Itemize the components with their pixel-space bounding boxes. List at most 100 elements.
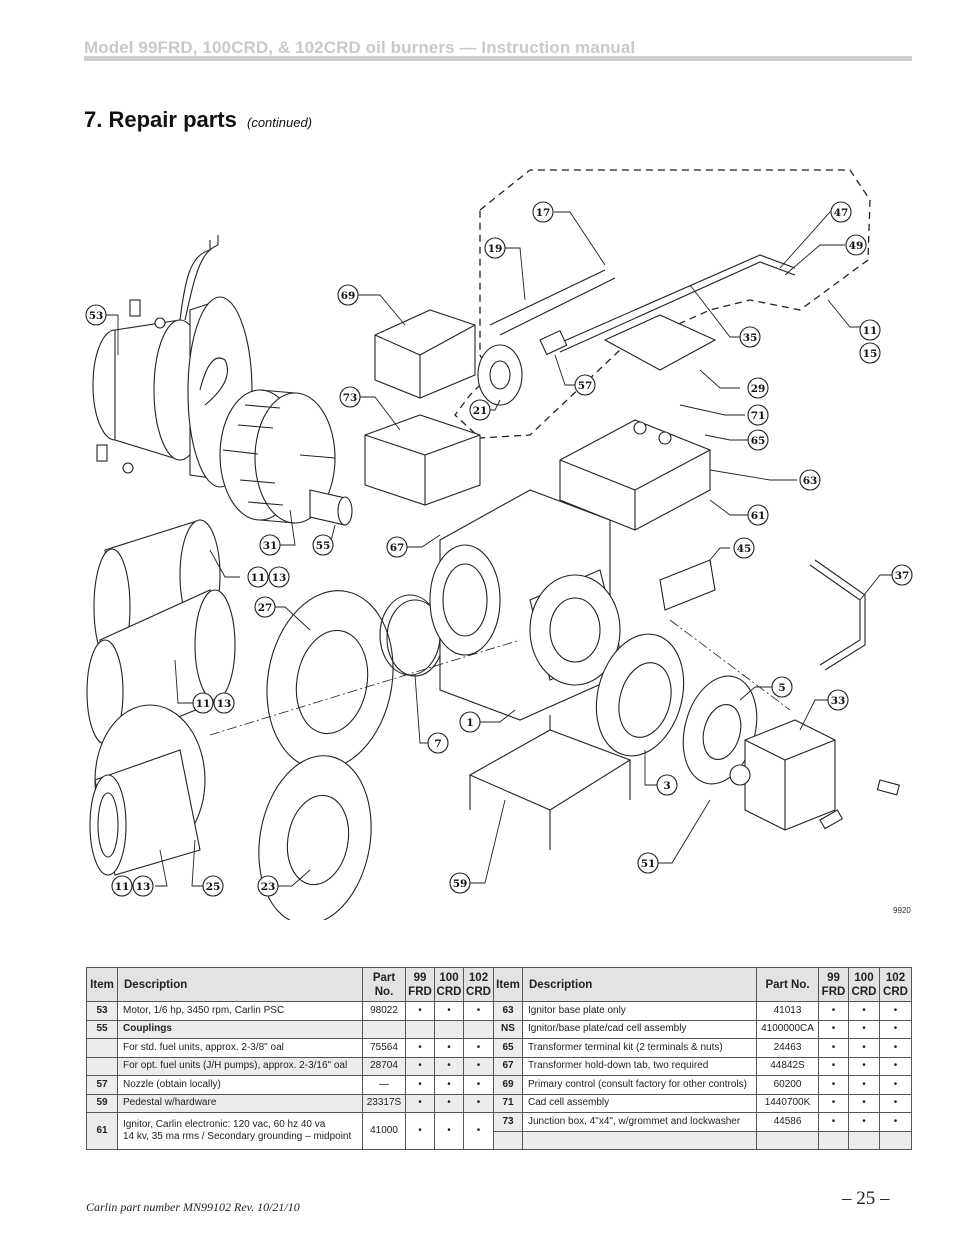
- table-row: 61 Ignitor, Carlin electronic: 120 vac, …: [86, 1112, 912, 1150]
- screw-top-left: [129, 299, 166, 329]
- footer-part-number: Carlin part number MN99102 Rev. 10/21/10: [86, 1200, 300, 1214]
- figure-code: 9920: [893, 906, 911, 915]
- svg-text:19: 19: [488, 243, 503, 255]
- svg-text:61: 61: [751, 510, 766, 522]
- junction-box-part: [364, 414, 481, 506]
- callout-11-lower: 11: [111, 875, 133, 897]
- callout-53: 53: [85, 304, 107, 326]
- callout-71: 71: [747, 404, 769, 426]
- svg-text:63: 63: [803, 475, 818, 487]
- table-row: For opt. fuel units (J/H pumps), approx.…: [86, 1056, 912, 1076]
- callout-7: 7: [427, 732, 449, 754]
- leader-lines: [106, 211, 892, 887]
- bracket-part: [659, 559, 716, 611]
- callout-69: 69: [337, 284, 359, 306]
- col-part-no-right: Part No.: [756, 967, 819, 1002]
- ignitor-description: Ignitor, Carlin electronic: 120 vac, 60 …: [117, 1112, 363, 1150]
- callout-13-middle: 13: [213, 692, 235, 714]
- callout-51: 51: [637, 852, 659, 874]
- svg-text:33: 33: [831, 695, 846, 707]
- svg-text:15: 15: [863, 348, 878, 360]
- ignitor-part: [559, 419, 711, 531]
- svg-text:1: 1: [466, 717, 473, 729]
- callout-5: 5: [771, 676, 793, 698]
- callout-1: 1: [459, 711, 481, 733]
- callout-61: 61: [747, 504, 769, 526]
- gasket-27: [266, 590, 394, 770]
- callout-27: 27: [254, 596, 276, 618]
- callout-35: 35: [739, 326, 761, 348]
- screw-bottom-left: [96, 444, 134, 474]
- svg-text:67: 67: [390, 542, 405, 554]
- callout-55: 55: [312, 534, 334, 556]
- screw-right: [819, 779, 900, 830]
- callout-25: 25: [202, 875, 224, 897]
- svg-text:31: 31: [263, 540, 278, 552]
- header-rule: [84, 56, 912, 61]
- svg-text:65: 65: [751, 435, 766, 447]
- callout-23: 23: [257, 875, 279, 897]
- table-row-empty: [87, 1130, 912, 1150]
- svg-text:3: 3: [663, 780, 670, 792]
- svg-text:7: 7: [434, 738, 441, 750]
- svg-text:11: 11: [115, 881, 130, 893]
- callout-15: 15: [859, 342, 881, 364]
- svg-text:71: 71: [751, 410, 766, 422]
- svg-text:13: 13: [217, 698, 232, 710]
- svg-text:49: 49: [849, 240, 864, 252]
- svg-text:69: 69: [341, 290, 356, 302]
- callout-47: 47: [830, 201, 852, 223]
- oil-line-part: [809, 559, 866, 671]
- callout-59: 59: [449, 872, 471, 894]
- flange-tube: [89, 704, 206, 876]
- callout-29: 29: [747, 377, 769, 399]
- callout-67: 67: [386, 536, 408, 558]
- callout-63: 63: [799, 469, 821, 491]
- exploded-parts-diagram: 53 69 17 19 47 49 11 15 35 57 29 21 71 7…: [85, 169, 913, 920]
- gasket-5: [682, 675, 758, 785]
- section-title: 7. Repair parts (continued): [84, 107, 312, 133]
- gasket-23: [258, 755, 372, 920]
- svg-text:59: 59: [453, 878, 468, 890]
- svg-text:73: 73: [343, 392, 358, 404]
- svg-text:11: 11: [196, 698, 211, 710]
- callout-49: 49: [845, 234, 867, 256]
- col-item: Item: [86, 967, 118, 1002]
- running-title: Model 99FRD, 100CRD, & 102CRD oil burner…: [84, 38, 636, 57]
- svg-text:13: 13: [136, 881, 151, 893]
- svg-text:21: 21: [473, 405, 488, 417]
- svg-text:53: 53: [89, 310, 104, 322]
- callout-57: 57: [574, 374, 596, 396]
- callout-45: 45: [733, 537, 755, 559]
- callout-17: 17: [532, 201, 554, 223]
- svg-text:25: 25: [206, 881, 221, 893]
- svg-text:37: 37: [895, 570, 910, 582]
- svg-text:23: 23: [261, 881, 276, 893]
- dashed-enclosure: [454, 169, 871, 439]
- svg-text:11: 11: [863, 325, 878, 337]
- callout-11: 11: [859, 319, 881, 341]
- callout-21: 21: [469, 399, 491, 421]
- col-description: Description: [117, 967, 363, 1002]
- svg-text:57: 57: [578, 380, 593, 392]
- callout-11-middle: 11: [192, 692, 214, 714]
- primary-control-part: [374, 309, 476, 399]
- fuel-pump-part: [729, 719, 836, 831]
- svg-text:51: 51: [641, 858, 656, 870]
- page-number: – 25 –: [842, 1188, 890, 1209]
- section-continued: (continued): [247, 115, 313, 130]
- coupling-part: [309, 489, 353, 526]
- retention-head-part: [477, 329, 568, 406]
- callout-11-upper: 11: [247, 566, 269, 588]
- callout-73: 73: [339, 386, 361, 408]
